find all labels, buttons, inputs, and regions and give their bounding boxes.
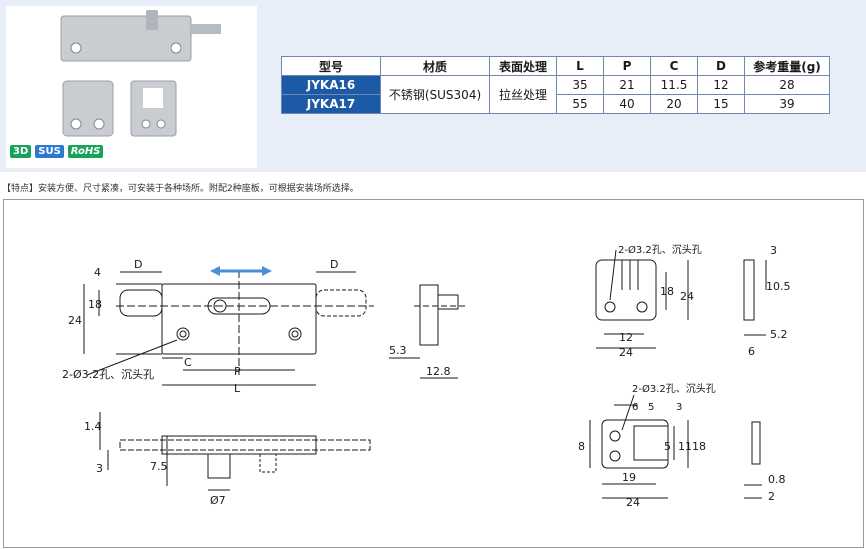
header-c: C [650, 56, 698, 76]
dim-5-3: 5.3 [389, 344, 407, 357]
plate1-dim-18: 18 [660, 285, 674, 298]
badge-3d[interactable]: 3D [10, 145, 32, 158]
cell-p: 21 [603, 75, 651, 95]
cell-l: 55 [556, 94, 604, 114]
plate2-dim-11: 11 [678, 440, 692, 453]
cell-surface: 拉丝处理 [489, 75, 557, 114]
plate2-dim-5b: 5 [664, 440, 671, 453]
header-weight: 参考重量(g) [744, 56, 830, 76]
cell-p: 40 [603, 94, 651, 114]
seat-plate-1 [595, 249, 767, 349]
cell-model: JYKA17 [281, 94, 381, 114]
dim-d-left: D [134, 258, 142, 271]
latch-top-view [83, 266, 374, 386]
latch-side-view [389, 284, 466, 379]
seat-plate-2 [589, 394, 762, 499]
dim-24: 24 [68, 314, 82, 327]
table-row: JYKA16 不锈钢(SUS304) 拉丝处理 35 21 11.5 12 28 [281, 75, 830, 114]
plate2-dim-24: 24 [626, 496, 640, 509]
plate1-dim-6: 6 [748, 345, 755, 358]
dim-3: 3 [96, 462, 103, 475]
dim-4: 4 [94, 266, 101, 279]
header-surface: 表面处理 [489, 56, 557, 76]
product-header-panel: 3D SUS RoHS 型号 材质 表面处理 L P C D 参考重量(g) J… [0, 0, 866, 172]
dim-12-8: 12.8 [426, 365, 451, 378]
cell-l: 35 [556, 75, 604, 95]
badge-sus: SUS [35, 145, 64, 158]
dim-c: C [184, 356, 192, 369]
plate2-dim-19: 19 [622, 471, 636, 484]
plate1-hole-note: 2-Ø3.2孔、沉头孔 [618, 243, 702, 256]
cell-d: 15 [697, 94, 745, 114]
dim-l: L [234, 382, 241, 395]
plate2-dim-2: 2 [768, 490, 775, 503]
badge-rohs: RoHS [67, 145, 104, 158]
certification-badges: 3D SUS RoHS [10, 145, 104, 158]
dim-phi7: Ø7 [210, 494, 226, 507]
plate2-dim-6: 6 [632, 402, 638, 413]
plate1-dim-3: 3 [770, 244, 777, 257]
table-row: JYKA17 55 40 20 15 39 [281, 94, 830, 114]
cell-c: 20 [650, 94, 698, 114]
plate2-hole-note: 2-Ø3.2孔、沉头孔 [632, 382, 716, 395]
cell-material: 不锈钢(SUS304) [380, 75, 490, 114]
plate1-dim-5-2: 5.2 [770, 328, 788, 341]
dim-d-right: D [330, 258, 338, 271]
cell-weight: 39 [744, 94, 830, 114]
header-p: P [603, 56, 651, 76]
plate2-dim-18: 18 [692, 440, 706, 453]
cell-d: 12 [697, 75, 745, 95]
plate1-dim-10-5: 10.5 [766, 280, 791, 293]
cell-weight: 28 [744, 75, 830, 95]
dim-18: 18 [88, 298, 102, 311]
dim-7-5: 7.5 [150, 460, 168, 473]
plate1-dim-24: 24 [680, 290, 694, 303]
header-l: L [556, 56, 604, 76]
header-material: 材质 [380, 56, 490, 76]
hole-note-main: 2-Ø3.2孔、沉头孔 [62, 368, 154, 381]
plate2-dim-5a: 5 [648, 402, 654, 413]
latch-front-view [99, 412, 371, 491]
plate1-dim-12: 12 [619, 331, 633, 344]
plate2-dim-3: 3 [676, 402, 682, 413]
spec-table: 型号 材质 表面处理 L P C D 参考重量(g) JYKA16 不锈钢(SU… [281, 56, 830, 114]
product-photo [6, 6, 257, 168]
header-model: 型号 [281, 56, 381, 76]
dim-p: P [234, 365, 241, 378]
header-d: D [697, 56, 745, 76]
table-header-row: 型号 材质 表面处理 L P C D 参考重量(g) [281, 56, 830, 76]
plate2-dim-0-8: 0.8 [768, 473, 786, 486]
technical-drawing: D D 4 18 24 2-Ø3.2孔、沉头孔 C P L 5.3 12.8 [3, 199, 864, 548]
cell-model: JYKA16 [281, 75, 381, 95]
dim-1-4: 1.4 [84, 420, 102, 433]
plate1-dim-24b: 24 [619, 346, 633, 359]
features-text: 【特点】安装方便、尺寸紧凑，可安装于各种场所。附配2种座板，可根据安装场所选择。 [2, 184, 359, 194]
cell-c: 11.5 [650, 75, 698, 95]
plate2-dim-8: 8 [578, 440, 585, 453]
